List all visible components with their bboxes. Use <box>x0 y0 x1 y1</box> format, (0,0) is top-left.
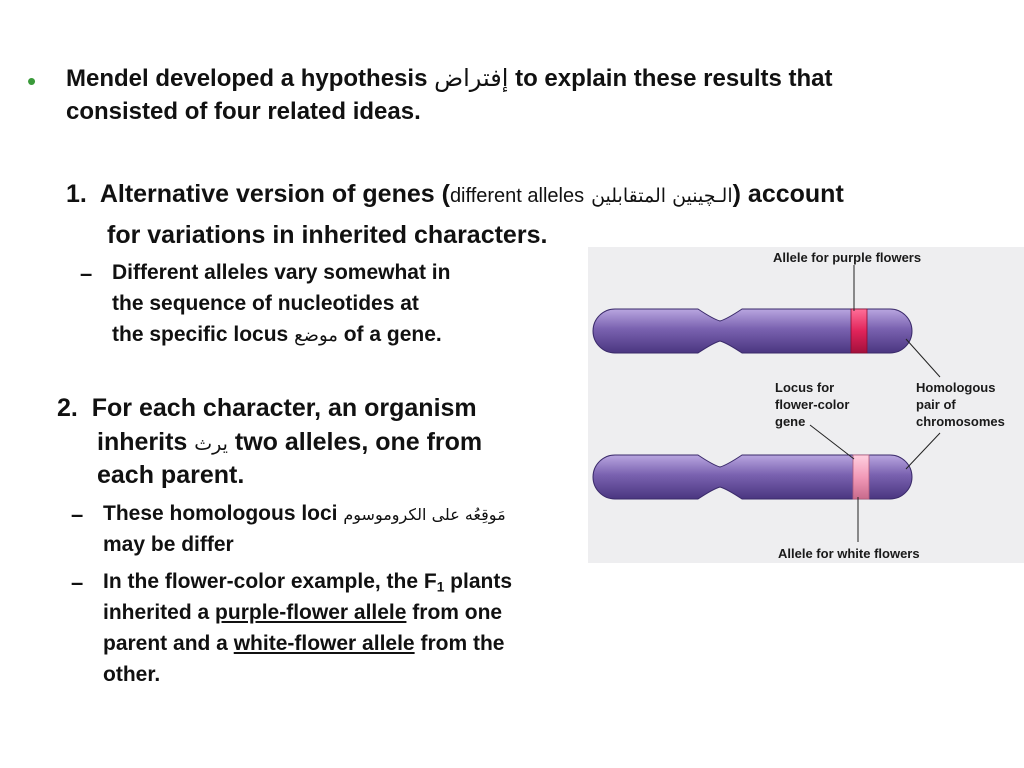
idea2-line-1: 2. For each character, an organism <box>57 394 477 423</box>
label-locus-line-3: gene <box>775 414 805 429</box>
idea2-sub2-line-2: inherited a purple-flower allele from on… <box>103 601 502 625</box>
idea1-arabic-term: الـچينين المتقابلين <box>591 185 733 207</box>
idea2-sub2-text-1a: In the flower-color example, the F <box>103 570 437 593</box>
idea2-sub2-text-2b: from one <box>412 601 503 624</box>
idea2-sub2-text-1b: plants <box>450 570 513 593</box>
label-allele-white: Allele for white flowers <box>778 546 920 561</box>
idea1-text-b: different alleles <box>449 185 585 207</box>
idea1-sub-arabic-term: موضع <box>294 325 338 346</box>
label-allele-purple: Allele for purple flowers <box>773 250 921 265</box>
intro-text-a: Mendel developed a hypothesis <box>66 65 428 92</box>
chromosome-purple-allele <box>592 308 913 354</box>
homologous-leader-top <box>905 338 941 378</box>
idea2-sub1-line-2: may be differ <box>103 533 234 556</box>
idea1-sub-text-a: the specific locus <box>112 323 289 346</box>
idea1-text-c: account <box>747 180 844 208</box>
idea2-sub2-text-3b: from the <box>420 632 505 655</box>
idea2-sub2-line-3: parent and a white-flower allele from th… <box>103 632 504 656</box>
homologous-leader-bottom <box>905 432 941 470</box>
idea2-number: 2. <box>57 394 78 422</box>
label-locus-line-2: flower-color <box>775 397 849 412</box>
idea2-sub2-dash: – <box>71 570 84 595</box>
purple-allele-band <box>850 308 868 354</box>
white-flower-allele-term: white-flower allele <box>233 632 415 655</box>
idea2-sub1-line-1: These homologous loci مَوقِعُه على الكرو… <box>103 502 506 526</box>
idea2-text-2b: two alleles, one from <box>234 428 483 456</box>
idea2-text-1: For each character, an organism <box>91 394 477 422</box>
idea2-line-3: each parent. <box>97 461 245 489</box>
idea1-line-2: for variations in inherited characters. <box>107 221 548 249</box>
idea2-sub2-line-4: other. <box>103 663 161 686</box>
idea2-text-2a: inherits <box>97 428 188 456</box>
label-homologous-line-1: Homologous <box>916 380 995 395</box>
idea1-text-a: Alternative version of genes <box>99 180 435 208</box>
bullet-marker: • <box>27 66 37 96</box>
purple-flower-allele-term: purple-flower allele <box>215 601 407 624</box>
label-locus-line-1: Locus for <box>775 380 834 395</box>
intro-line-1: Mendel developed a hypothesis إفتراض to … <box>66 64 833 93</box>
idea1-number: 1. <box>66 180 87 208</box>
idea2-line-2: inherits يرث two alleles, one from <box>97 428 482 457</box>
idea1-sub-line-2: the sequence of nucleotides at <box>112 292 419 315</box>
intro-arabic-term: إفتراض <box>434 64 509 92</box>
idea1-line-1: 1. Alternative version of genes (differe… <box>66 180 844 209</box>
intro-line-2: consisted of four related ideas. <box>66 98 421 125</box>
homologous-chromosomes-figure: Allele for purple flowers Allele for whi… <box>588 247 1024 563</box>
f1-subscript: 1 <box>436 579 445 595</box>
idea1-paren-close: ) <box>732 180 741 208</box>
white-allele-band <box>852 454 870 500</box>
idea2-sub2-text-3a: parent and a <box>103 632 228 655</box>
chromosome-diagram: Allele for purple flowers Allele for whi… <box>592 250 1005 561</box>
idea2-sub2-line-1: In the flower-color example, the F1 plan… <box>103 570 512 594</box>
locus-leader <box>809 424 855 460</box>
intro-text-b: to explain these results that <box>515 65 833 92</box>
idea1-paren-open: ( <box>441 180 450 208</box>
label-homologous-line-3: chromosomes <box>916 414 1005 429</box>
idea2-sub1-text: These homologous loci <box>103 502 338 525</box>
idea2-sub1-arabic-term: مَوقِعُه على الكروموسوم <box>343 505 506 524</box>
idea1-sub-line-1: Different alleles vary somewhat in <box>112 261 451 284</box>
idea1-sub-text-b: of a gene. <box>343 323 442 346</box>
idea1-sub-dash: – <box>80 261 93 286</box>
chromosome-white-allele <box>592 454 913 500</box>
idea1-sub-line-3: the specific locus موضع of a gene. <box>112 323 442 347</box>
idea2-sub1-dash: – <box>71 502 84 527</box>
idea2-sub2-text-2a: inherited a <box>103 601 210 624</box>
idea2-arabic-term: يرث <box>194 433 228 455</box>
label-homologous-line-2: pair of <box>916 397 956 412</box>
